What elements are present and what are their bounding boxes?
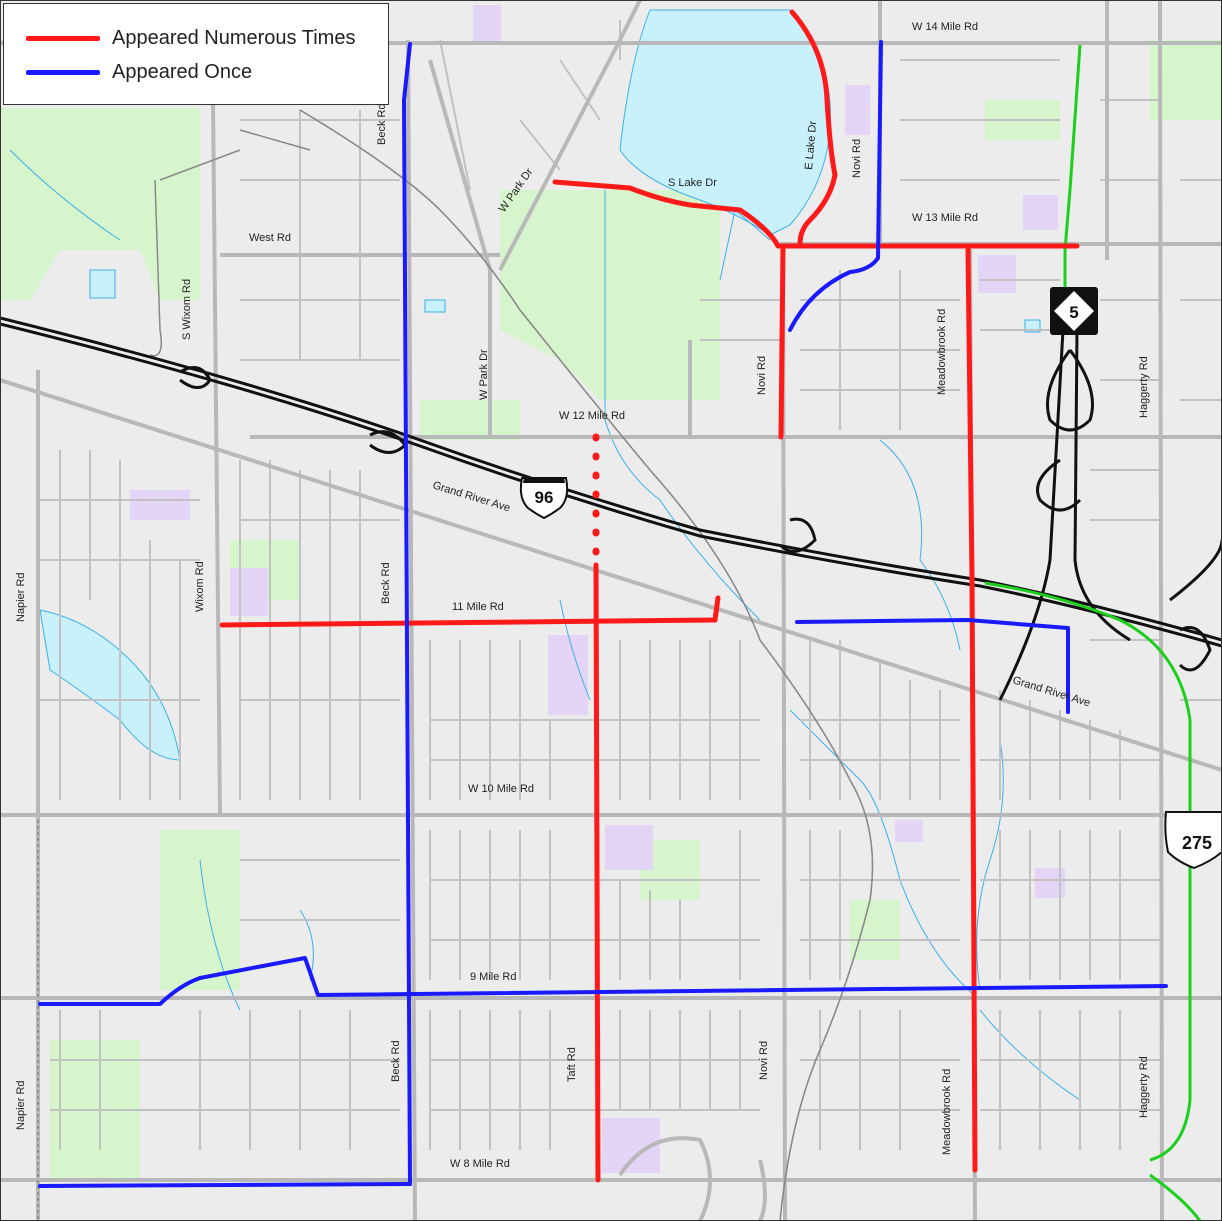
- legend-swatch-blue: [26, 69, 100, 75]
- blue-segments: [38, 40, 1168, 1188]
- label-11-mile: 11 Mile Rd: [452, 601, 504, 613]
- red-11-mile: [219, 595, 721, 628]
- legend-row-numerous: Appeared Numerous Times: [26, 26, 355, 50]
- legend: Appeared Numerous Times Appeared Once: [3, 3, 389, 105]
- m5-shield: 5: [1050, 287, 1098, 335]
- legend-label-numerous: Appeared Numerous Times: [112, 26, 356, 49]
- i96-label: 96: [535, 488, 554, 507]
- label-taft-rd: Taft Rd: [566, 1047, 578, 1082]
- legend-label-once: Appeared Once: [112, 60, 253, 83]
- shield-band-icon: [523, 478, 565, 483]
- label-w8-mile: W 8 Mile Rd: [450, 1158, 510, 1170]
- institutions: [130, 5, 1065, 1173]
- label-w-park-dr: W Park Dr: [478, 349, 490, 400]
- label-w14-mile: W 14 Mile Rd: [912, 21, 978, 33]
- label-west-rd: West Rd: [249, 232, 291, 244]
- water: [39, 9, 1041, 761]
- interstate-shield-icon: [519, 477, 569, 520]
- label-novi-rd-bottom: Novi Rd: [758, 1041, 770, 1080]
- label-w12-mile: W 12 Mile Rd: [559, 410, 625, 422]
- legend-swatch-red: [26, 35, 100, 41]
- i275-shield: 275: [1164, 811, 1222, 870]
- label-s-lake-dr: S Lake Dr: [668, 177, 717, 189]
- label-meadowbrook-top: Meadowbrook Rd: [936, 309, 948, 395]
- label-haggerty-bottom: Haggerty Rd: [1138, 1056, 1150, 1118]
- parks: [0, 40, 1222, 1180]
- label-haggerty-top: Haggerty Rd: [1138, 356, 1150, 418]
- label-novi-rd-mid: Novi Rd: [756, 356, 768, 395]
- red-e-lake-dr: [789, 9, 838, 247]
- diamond-icon: [1054, 291, 1094, 331]
- blue-w-8-mile: [38, 1182, 412, 1188]
- label-napier-rd-bottom: Napier Rd: [15, 1080, 27, 1130]
- i96-shield: 96: [519, 477, 569, 520]
- label-wixom-rd: Wixom Rd: [194, 561, 206, 612]
- label-beck-rd-bottom: Beck Rd: [390, 1040, 402, 1082]
- railways: [37, 109, 874, 1221]
- label-napier-rd-top: Napier Rd: [15, 572, 27, 622]
- blue-9-mile: [38, 956, 1168, 1006]
- blue-grand-river-segment: [795, 618, 1070, 714]
- blue-beck-rd: [402, 42, 412, 1186]
- label-s-wixom-rd: S Wixom Rd: [181, 279, 193, 340]
- label-beck-rd-top: Beck Rd: [376, 103, 388, 145]
- red-taft-rd: [593, 562, 601, 1183]
- red-meadowbrook: [965, 247, 978, 1173]
- blue-novi-rd: [788, 40, 883, 332]
- m5-label: 5: [1069, 303, 1078, 322]
- label-beck-rd-mid: Beck Rd: [380, 562, 392, 604]
- red-novi-rd: [778, 243, 786, 440]
- label-9-mile: 9 Mile Rd: [470, 971, 516, 983]
- interstate-shield-icon: [1164, 811, 1222, 870]
- i275-label: 275: [1182, 833, 1212, 853]
- label-e-lake-dr: E Lake Dr: [803, 120, 819, 170]
- rivers: [9, 149, 1081, 1101]
- legend-row-once: Appeared Once: [26, 60, 252, 84]
- freeway-green: [984, 44, 1202, 1221]
- label-meadowbrook-bottom: Meadowbrook Rd: [941, 1069, 953, 1155]
- label-novi-rd-top: Novi Rd: [851, 139, 863, 178]
- red-segments: [219, 9, 1080, 1183]
- red-s-lake-dr: [552, 179, 786, 249]
- label-w10-mile: W 10 Mile Rd: [468, 783, 534, 795]
- label-w13-mile: W 13 Mile Rd: [912, 212, 978, 224]
